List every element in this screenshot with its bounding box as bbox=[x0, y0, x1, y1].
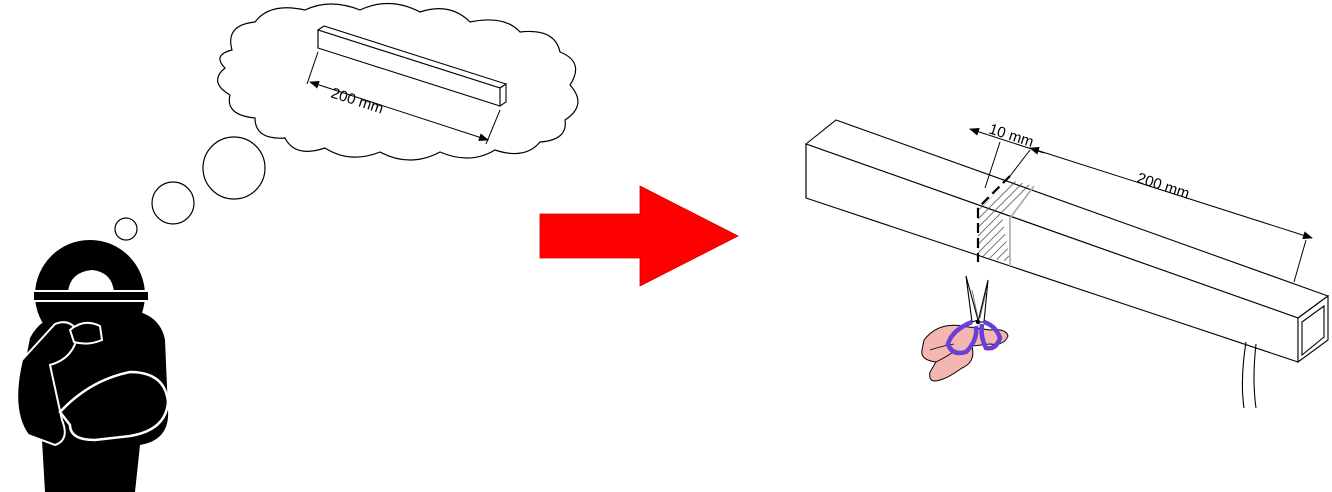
thought-dimension bbox=[306, 51, 501, 145]
scissor-handles bbox=[945, 319, 1003, 356]
thinking-person-figure bbox=[16, 240, 170, 492]
profile-dimensions bbox=[969, 127, 1313, 283]
scissors-icon bbox=[965, 275, 989, 325]
profile-length-label: 200 mm bbox=[1135, 170, 1192, 203]
thought-bubbles bbox=[114, 136, 266, 241]
process-arrow bbox=[539, 185, 739, 287]
cut-width-label: 10 mm bbox=[987, 121, 1036, 151]
thought-cloud bbox=[217, 2, 579, 161]
cable bbox=[1241, 341, 1257, 409]
profile-bar bbox=[804, 119, 1330, 364]
